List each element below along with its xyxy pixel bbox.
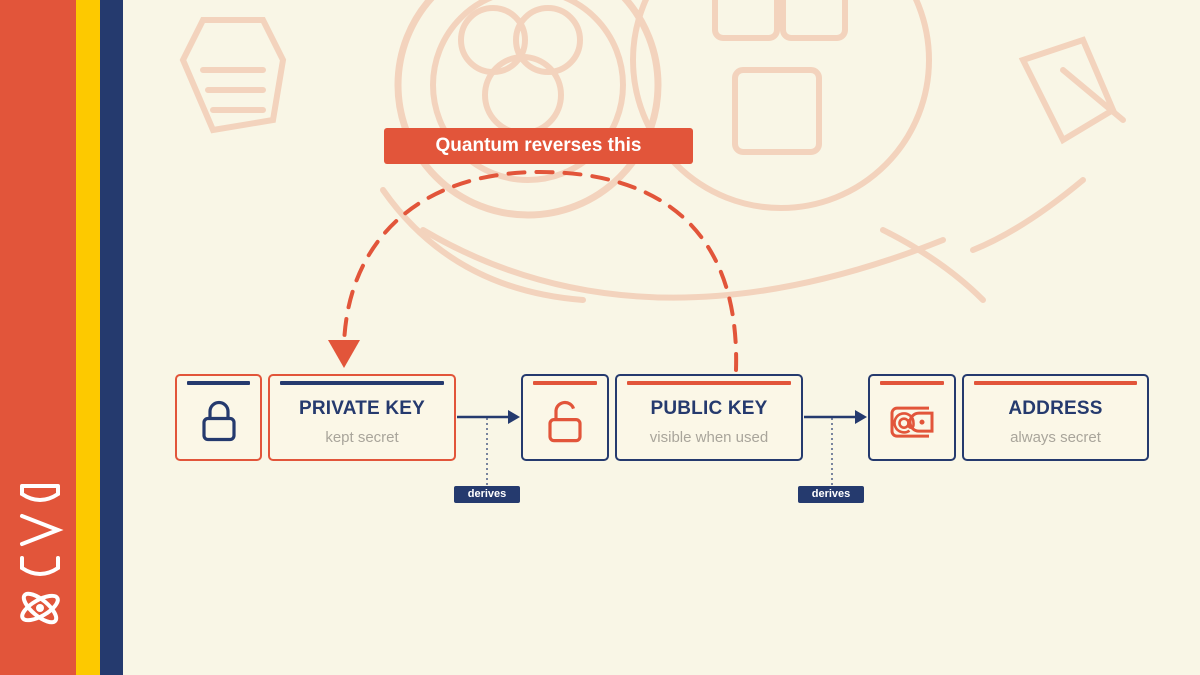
brand-logo: [20, 484, 64, 625]
address-title: ADDRESS: [1008, 398, 1103, 419]
derives-label-1: derives: [454, 486, 520, 503]
lock-open-icon: [548, 400, 582, 442]
public-key-card: PUBLIC KEY visible when used: [615, 374, 803, 461]
brand-stripe-orange: [0, 0, 76, 675]
quantum-banner: Quantum reverses this: [384, 128, 693, 164]
address-subtitle: always secret: [1010, 429, 1101, 446]
address-card: ADDRESS always secret: [962, 374, 1149, 461]
brand-stripe-navy: [100, 0, 123, 675]
private-key-card: PRIVATE KEY kept secret: [268, 374, 456, 461]
public-key-subtitle: visible when used: [649, 429, 769, 446]
lock-closed-icon: [201, 400, 236, 441]
public-key-icon-card: [521, 374, 609, 461]
card-accent-bar: [627, 381, 791, 385]
card-accent-bar: [533, 381, 597, 385]
derives-label-2: derives: [798, 486, 864, 503]
card-accent-bar: [280, 381, 444, 385]
brand-stripe-yellow: [76, 0, 100, 675]
public-key-title: PUBLIC KEY: [650, 398, 768, 419]
address-icon-card: [868, 374, 956, 461]
wallet-at-icon: [890, 406, 934, 438]
private-key-subtitle: kept secret: [325, 429, 399, 446]
private-key-title: PRIVATE KEY: [298, 398, 426, 419]
blueprint-backdrop: [179, 0, 1126, 303]
card-accent-bar: [880, 381, 944, 385]
card-accent-bar: [187, 381, 250, 385]
private-key-icon-card: [175, 374, 262, 461]
card-accent-bar: [974, 381, 1137, 385]
